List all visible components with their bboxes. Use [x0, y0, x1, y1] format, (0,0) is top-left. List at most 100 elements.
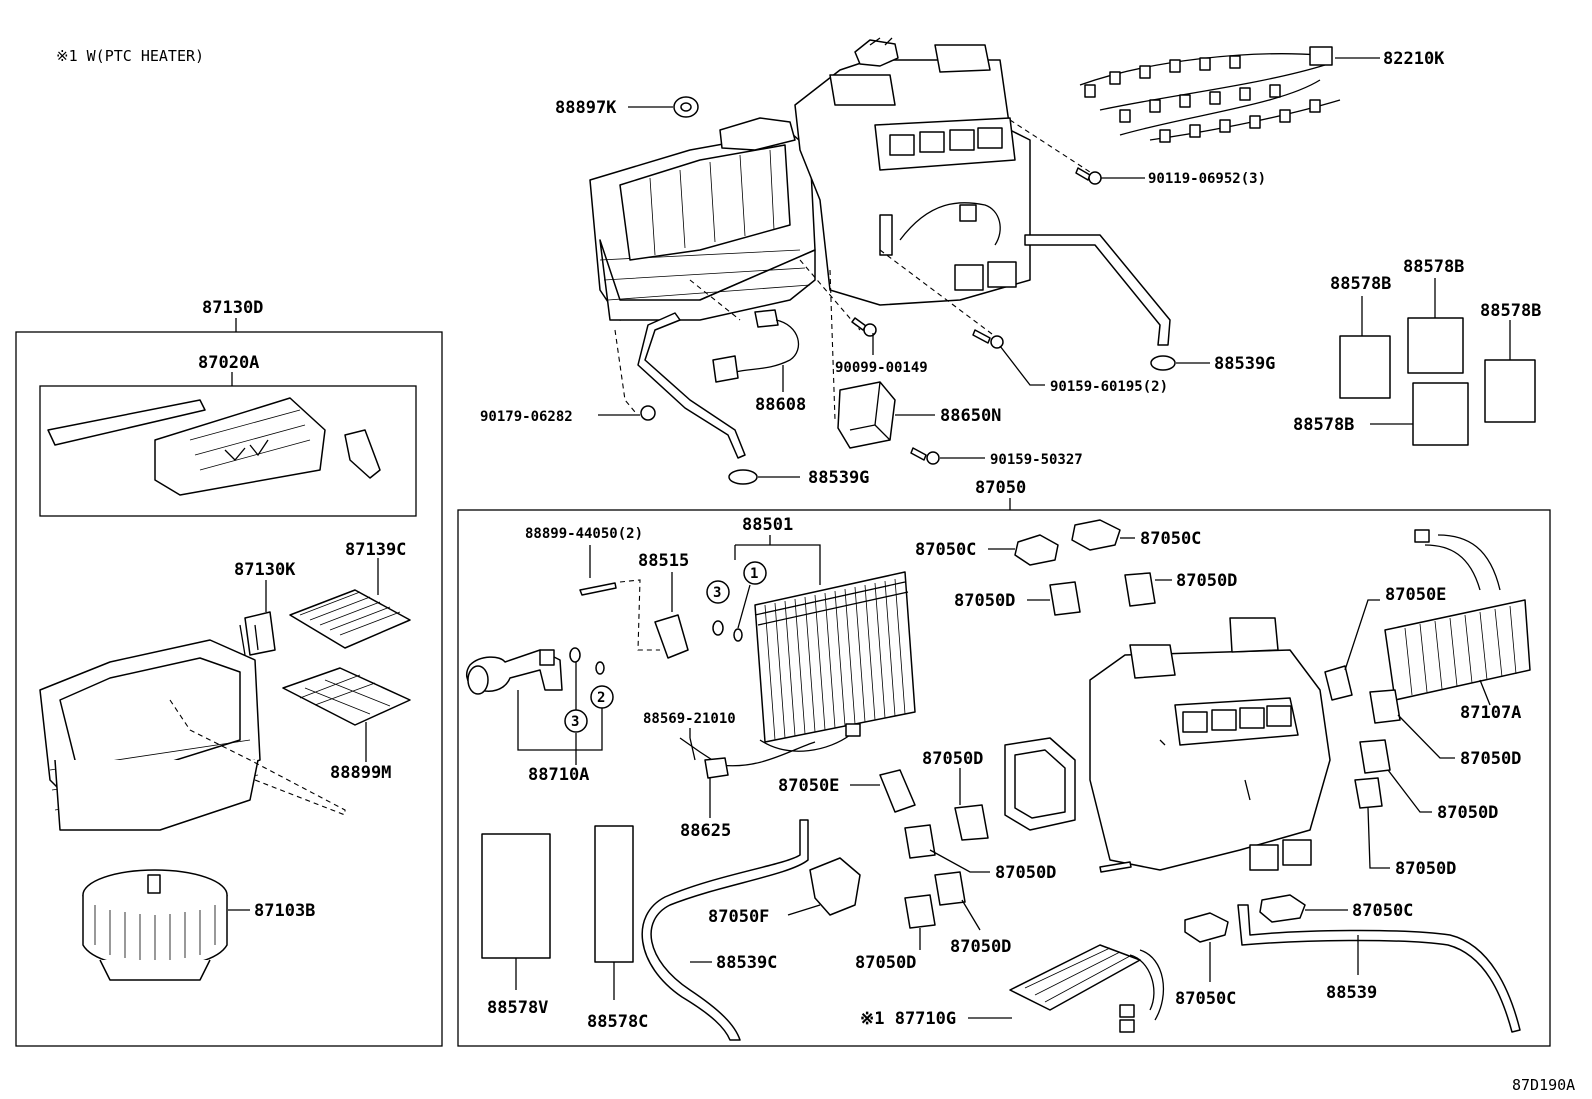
label-87107a: 87107A	[1460, 703, 1521, 723]
hvac-unit-top	[589, 37, 1171, 346]
expansion-valve-88515	[654, 614, 689, 659]
clip-90179	[640, 405, 656, 421]
label-90159-60195: 90159-60195(2)	[1050, 379, 1168, 395]
ptc-heater-87710g	[1009, 944, 1165, 1033]
grommet-88539g-low	[728, 469, 758, 485]
label-88515: 88515	[638, 551, 689, 571]
diagram-code: 87D190A	[1512, 1076, 1575, 1094]
label-88539: 88539	[1326, 983, 1377, 1003]
evaporator-core	[754, 571, 916, 743]
callout-3-top-text: 3	[713, 585, 721, 601]
callout-2-text: 2	[597, 690, 605, 706]
label-90099-00149: 90099-00149	[835, 360, 928, 376]
blower-case-box	[39, 385, 417, 517]
label-88578b-c: 88578B	[1480, 301, 1541, 321]
filter-pads-88578b	[1339, 317, 1536, 446]
label-90119-06952: 90119-06952(3)	[1148, 171, 1266, 187]
ptc-heater-note: ※1 W(PTC HEATER)	[56, 47, 204, 65]
label-87050d-g: 87050D	[995, 863, 1056, 883]
label-87130k: 87130K	[234, 560, 296, 580]
bracket-87050f	[809, 857, 861, 916]
filter-frame-88899m	[282, 667, 411, 726]
label-88578b-b: 88578B	[1403, 257, 1464, 277]
label-87139c: 87139C	[345, 540, 406, 560]
label-87050d-a: 87050D	[954, 591, 1015, 611]
actuator-87050e-right	[1324, 665, 1353, 701]
drain-hose-88539	[1237, 904, 1521, 1033]
clip-87050c-c	[1184, 912, 1229, 943]
label-87020a: 87020A	[198, 353, 259, 373]
label-87050d-c: 87050D	[1460, 749, 1521, 769]
callout-1	[743, 561, 767, 585]
clip-87050d-g	[904, 824, 936, 859]
label-87050d-d: 87050D	[1437, 803, 1498, 823]
sensor-88625	[679, 737, 816, 779]
clip-87050d-f	[954, 804, 989, 841]
label-88710a: 88710A	[528, 765, 589, 785]
label-88569-21010: 88569-21010	[643, 711, 736, 727]
label-88578c: 88578C	[587, 1012, 648, 1032]
label-88539g-low: 88539G	[808, 468, 869, 488]
label-87050e-a: 87050E	[778, 776, 839, 796]
label-88897k: 88897K	[555, 98, 617, 118]
label-88899-44050: 88899-44050(2)	[525, 526, 643, 542]
unit-assembly-box	[457, 509, 1551, 1047]
pad-88578c	[594, 825, 634, 963]
label-82210k: 82210K	[1383, 49, 1445, 69]
bolt-90159-50327	[910, 447, 940, 465]
sensor-88608	[712, 309, 800, 383]
clip-87050c-d	[1259, 894, 1306, 923]
pipe-88710a	[465, 649, 563, 695]
bolt-90119	[1075, 167, 1102, 185]
label-87050c-b: 87050C	[1140, 529, 1201, 549]
clip-87050c-b	[1071, 519, 1121, 551]
clip-87050d-e	[1354, 777, 1383, 809]
label-87050d-b: 87050D	[1176, 571, 1237, 591]
blower-assembly-box	[15, 331, 443, 1047]
label-88578b-a: 88578B	[1330, 274, 1391, 294]
clip-87050d-c	[1369, 689, 1401, 724]
label-88539c: 88539C	[716, 953, 777, 973]
clip-87050d-i	[934, 871, 966, 906]
label-87050: 87050	[975, 478, 1026, 498]
label-87050c-a: 87050C	[915, 540, 976, 560]
pad-88578v	[481, 833, 551, 959]
label-87050c-c: 87050C	[1175, 989, 1236, 1009]
label-88650n: 88650N	[940, 406, 1001, 426]
unit-case-lower	[1004, 617, 1331, 873]
label-88578b-d: 88578B	[1293, 415, 1354, 435]
label-87050c-d: 87050C	[1352, 901, 1413, 921]
grommet-88539g-top	[1150, 355, 1176, 371]
label-87050e-b: 87050E	[1385, 585, 1446, 605]
clip-87050d-b	[1124, 572, 1156, 607]
label-87130d: 87130D	[202, 298, 263, 318]
label-87710g: ※1 87710G	[860, 1009, 956, 1029]
label-87050d-i: 87050D	[950, 937, 1011, 957]
bolt-88899-44050	[579, 582, 617, 596]
clip-87050d-h	[904, 894, 936, 929]
label-90179-06282: 90179-06282	[480, 409, 573, 425]
callout-1-text: 1	[750, 566, 758, 582]
label-88625: 88625	[680, 821, 731, 841]
label-88608: 88608	[755, 395, 806, 415]
heater-core-87107a	[1384, 529, 1531, 701]
wire-harness-82210k	[1079, 46, 1341, 143]
label-87050d-e: 87050D	[1395, 859, 1456, 879]
resistor-87130k	[239, 611, 276, 656]
filter-87139c	[289, 589, 411, 649]
label-88539g-top: 88539G	[1214, 354, 1275, 374]
blower-motor-87103b	[82, 869, 228, 981]
label-87103b: 87103B	[254, 901, 315, 921]
module-88650n	[837, 381, 896, 449]
actuator-87050e-mid	[879, 769, 916, 813]
drain-hose-upper	[637, 312, 746, 459]
blower-housing	[39, 639, 346, 831]
label-88578v: 88578V	[487, 998, 548, 1018]
label-87050d-h: 87050D	[855, 953, 916, 973]
label-88501: 88501	[742, 515, 793, 535]
clip-87050c-a	[1014, 534, 1059, 566]
callout-3-top	[706, 580, 730, 604]
bolt-90159-60195	[972, 329, 1004, 349]
label-90159-50327: 90159-50327	[990, 452, 1083, 468]
